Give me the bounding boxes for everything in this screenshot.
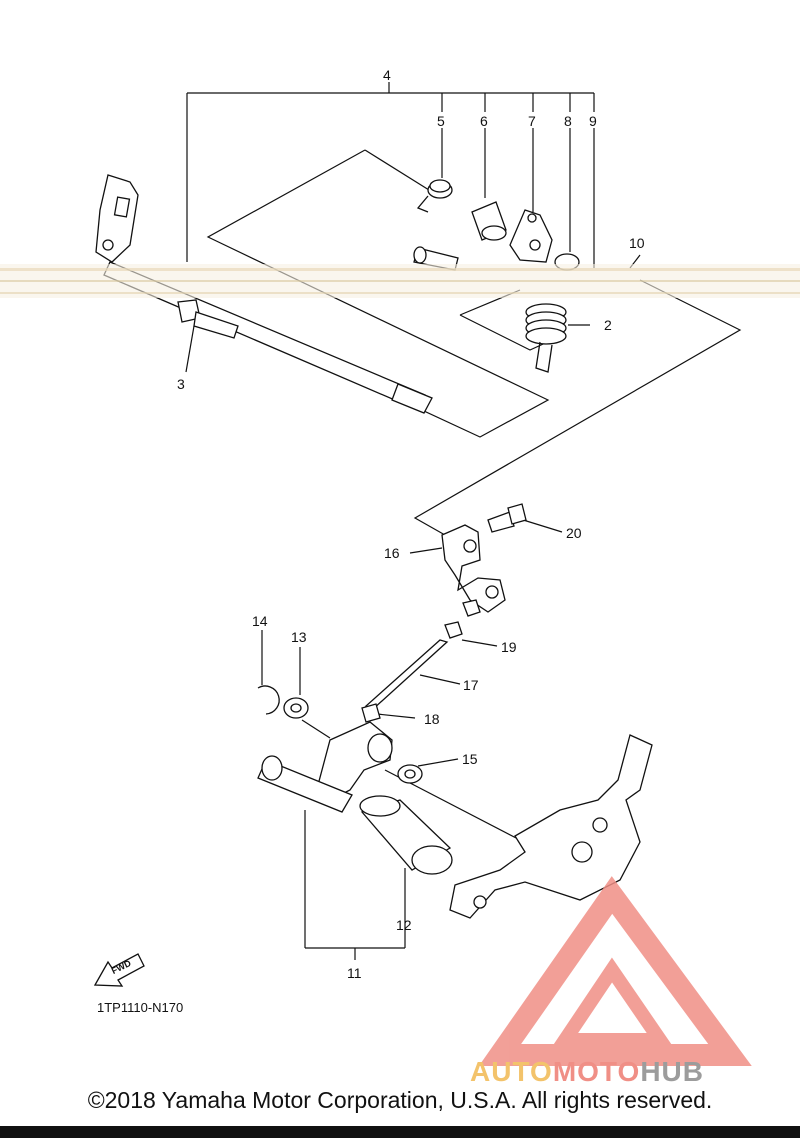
callout-3: 3 [177, 376, 185, 392]
scan-noise-band [0, 264, 800, 298]
fwd-arrow-icon [93, 953, 145, 987]
nut-upper [462, 599, 481, 617]
nut-19 [444, 621, 463, 639]
copyright-notice: ©2018 Yamaha Motor Corporation, U.S.A. A… [87, 1087, 713, 1113]
callout-14: 14 [252, 613, 268, 629]
callout-bracket-11 [304, 810, 406, 960]
watermark-logo [478, 876, 752, 1066]
callout-8: 8 [564, 113, 572, 129]
drawing-code: 1TP1110-N170 [97, 1000, 184, 1015]
callout-2: 2 [604, 317, 612, 333]
watermark-part-2: MOTO [552, 1056, 641, 1087]
callout-19: 19 [501, 639, 517, 655]
callout-12: 12 [396, 917, 412, 933]
callout-9: 9 [589, 113, 597, 129]
washer-15 [397, 764, 423, 784]
rod-17 [364, 639, 449, 711]
callout-11: 11 [347, 965, 362, 981]
plate-7 [509, 209, 553, 263]
callout-17: 17 [463, 677, 479, 693]
callout-6: 6 [480, 113, 488, 129]
nut-18 [361, 703, 381, 723]
bottom-bar [0, 1126, 800, 1138]
assembly-outline [206, 149, 742, 841]
bolt-20 [487, 503, 527, 533]
shift-shaft-lever [95, 174, 139, 263]
callout-20: 20 [566, 525, 582, 541]
callout-18: 18 [424, 711, 440, 727]
collar-6 [471, 201, 507, 241]
callout-10: 10 [629, 235, 645, 251]
lever-16 [441, 524, 506, 613]
washer-13 [283, 697, 309, 719]
pedal-rubber-12 [359, 795, 453, 875]
callout-5: 5 [437, 113, 445, 129]
circlip-14 [257, 685, 280, 715]
shift-pedal-arm-11 [257, 721, 393, 813]
callout-13: 13 [291, 629, 307, 645]
callout-15: 15 [462, 751, 478, 767]
footrest-bracket [449, 734, 653, 919]
callout-7: 7 [528, 113, 536, 129]
leader-lines [185, 128, 641, 767]
spring-5 [416, 179, 453, 213]
bolt-3 [177, 299, 239, 339]
watermark-part-1: AUTO [470, 1056, 553, 1087]
spring-2 [525, 303, 567, 373]
callout-4: 4 [383, 67, 391, 83]
callout-bracket-4 [186, 82, 595, 262]
callout-16: 16 [384, 545, 400, 561]
watermark-part-3: HUB [640, 1056, 704, 1087]
watermark-text: AUTOMOTOHUB [470, 1056, 704, 1088]
